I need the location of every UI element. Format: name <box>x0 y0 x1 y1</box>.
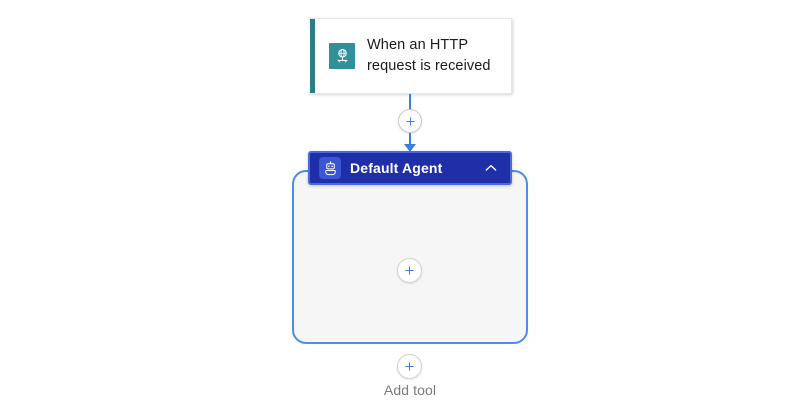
trigger-card-http-request[interactable]: When an HTTP request is received <box>310 18 512 94</box>
chevron-up-icon[interactable] <box>483 160 499 176</box>
http-request-globe-icon <box>329 43 355 69</box>
add-tool-button[interactable] <box>397 258 422 283</box>
trigger-accent-bar <box>310 19 315 93</box>
robot-agent-icon <box>319 157 341 179</box>
add-step-button-trigger-to-agent[interactable] <box>398 109 422 133</box>
trigger-card-title: When an HTTP request is received <box>367 37 491 74</box>
arrow-down-icon <box>404 144 416 152</box>
agent-card-title: Default Agent <box>350 160 443 176</box>
agent-tools-container: Add tool <box>292 170 528 398</box>
add-step-button-below-agent[interactable] <box>397 354 422 379</box>
agent-card-header[interactable]: Default Agent <box>308 151 512 185</box>
add-tool-label: Add tool <box>383 382 437 398</box>
connector-line-trigger-to-agent-upper <box>409 94 411 121</box>
connector-line-trigger-to-agent-lower <box>409 133 411 146</box>
